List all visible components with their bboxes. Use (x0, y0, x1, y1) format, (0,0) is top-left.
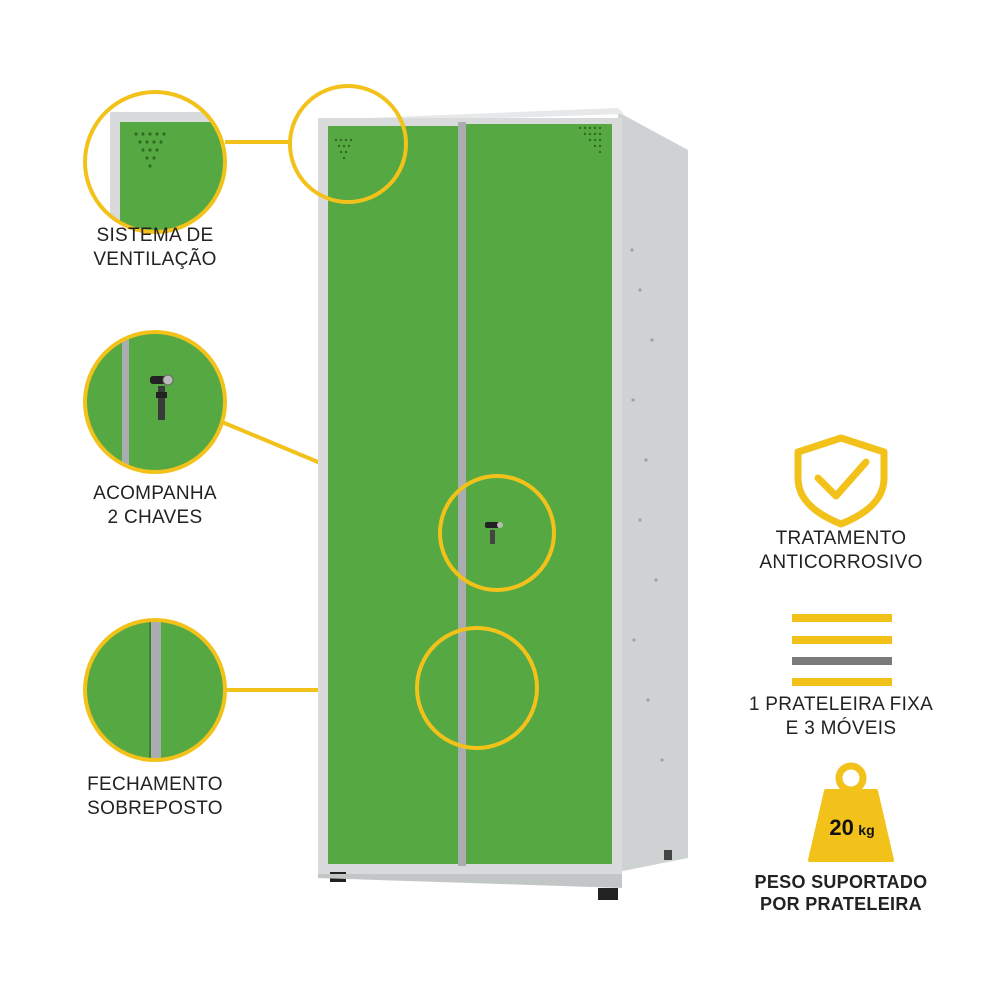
weight-number: 20 (829, 815, 854, 840)
label-anticorrosion-line2: ANTICORROSIVO (759, 552, 923, 573)
label-keys-line2: 2 CHAVES (107, 507, 203, 528)
shelves-icon (792, 614, 892, 686)
door-seam-detail-zoom (83, 618, 227, 762)
label-ventilation-line2: VENTILAÇÃO (93, 249, 217, 270)
lock (485, 522, 503, 544)
label-anticorrosion-line1: TRATAMENTO (775, 528, 907, 549)
label-shelves: 1 PRATELEIRA FIXA E 3 MÓVEIS (735, 693, 947, 741)
label-weight-line1: PESO SUPORTADO (754, 872, 928, 892)
left-door (328, 126, 458, 864)
cabinet (318, 108, 688, 900)
weight-icon (808, 762, 894, 862)
label-anticorrosion: TRATAMENTO ANTICORROSIVO (735, 527, 947, 575)
label-ventilation: SISTEMA DE VENTILAÇÃO (70, 224, 240, 272)
label-keys-line1: ACOMPANHA (93, 483, 217, 504)
ventilation-detail-zoom (83, 90, 227, 234)
label-closure-line1: FECHAMENTO (87, 774, 223, 795)
label-ventilation-line1: SISTEMA DE (96, 225, 214, 246)
weight-value: 20 kg (814, 815, 890, 841)
label-weight: PESO SUPORTADO POR PRATELEIRA (735, 871, 947, 915)
weight-unit: kg (858, 822, 875, 838)
lock-detail-zoom (83, 330, 227, 474)
label-keys: ACOMPANHA 2 CHAVES (70, 482, 240, 530)
shield-check-icon (794, 434, 888, 528)
label-closure-line2: SOBREPOSTO (87, 798, 223, 819)
label-shelves-line1: 1 PRATELEIRA FIXA (748, 694, 934, 715)
label-closure: FECHAMENTO SOBREPOSTO (70, 773, 240, 821)
label-shelves-line2: E 3 MÓVEIS (785, 718, 897, 739)
label-weight-line2: POR PRATELEIRA (760, 894, 922, 914)
cabinet-callouts (288, 84, 556, 750)
